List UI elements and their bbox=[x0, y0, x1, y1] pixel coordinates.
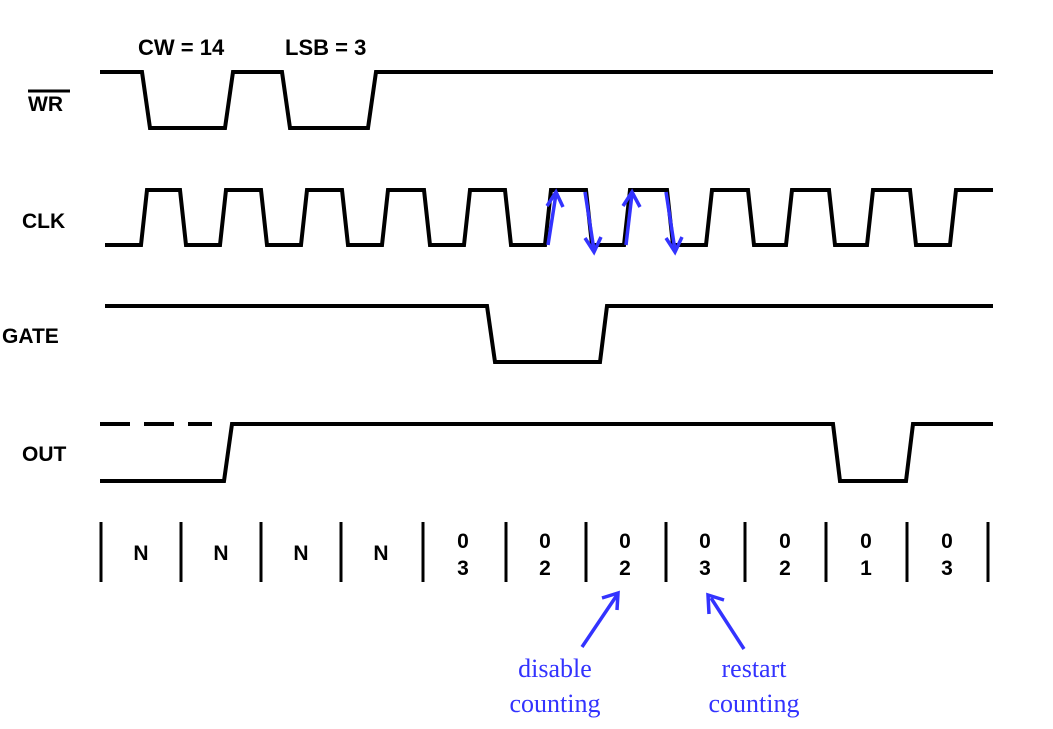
wr-waveform bbox=[100, 70, 993, 130]
counter-value-bottom: 2 bbox=[779, 557, 791, 580]
counter-value-bottom: 2 bbox=[619, 557, 631, 580]
counter-value-bottom: 3 bbox=[457, 557, 469, 580]
gate-waveform bbox=[105, 304, 993, 364]
counter-value-bottom: 2 bbox=[539, 557, 551, 580]
counter-value-top: N bbox=[293, 542, 308, 565]
clk-waveform bbox=[105, 188, 993, 247]
counter-value-top: 0 bbox=[941, 530, 953, 553]
counter-value-top: 0 bbox=[779, 530, 791, 553]
counter-value-top: N bbox=[213, 542, 228, 565]
counter-dividers bbox=[99, 522, 990, 582]
counter-value-bottom: 3 bbox=[699, 557, 711, 580]
disable-counting-label-line1: disable bbox=[518, 654, 592, 683]
counter-value-top: 0 bbox=[699, 530, 711, 553]
counter-value-top: N bbox=[133, 542, 148, 565]
gate-signal-label: GATE bbox=[2, 325, 59, 348]
wr-signal-label: WR bbox=[28, 93, 63, 116]
counter-values: N N N N 0 3 0 2 0 2 0 3 0 2 0 1 0 3 bbox=[133, 530, 952, 580]
clock-edge-arrows bbox=[545, 188, 684, 256]
counter-value-bottom: 1 bbox=[860, 557, 872, 580]
out-signal-label: OUT bbox=[22, 443, 67, 466]
disable-counting-arrow bbox=[580, 590, 620, 648]
counter-value-top: 0 bbox=[860, 530, 872, 553]
counter-value-top: N bbox=[373, 542, 388, 565]
counter-value-top: 0 bbox=[457, 530, 469, 553]
lsb-label: LSB = 3 bbox=[285, 35, 366, 60]
counter-value-top: 0 bbox=[539, 530, 551, 553]
out-waveform bbox=[100, 422, 993, 483]
clk-signal-label: CLK bbox=[22, 210, 65, 233]
counter-value-bottom: 3 bbox=[941, 557, 953, 580]
counter-value-top: 0 bbox=[619, 530, 631, 553]
restart-counting-label-line2: counting bbox=[709, 689, 800, 718]
control-word-label: CW = 14 bbox=[138, 35, 225, 60]
restart-counting-arrow bbox=[706, 592, 746, 650]
disable-counting-label-line2: counting bbox=[510, 689, 601, 718]
restart-counting-label-line1: restart bbox=[722, 654, 788, 683]
